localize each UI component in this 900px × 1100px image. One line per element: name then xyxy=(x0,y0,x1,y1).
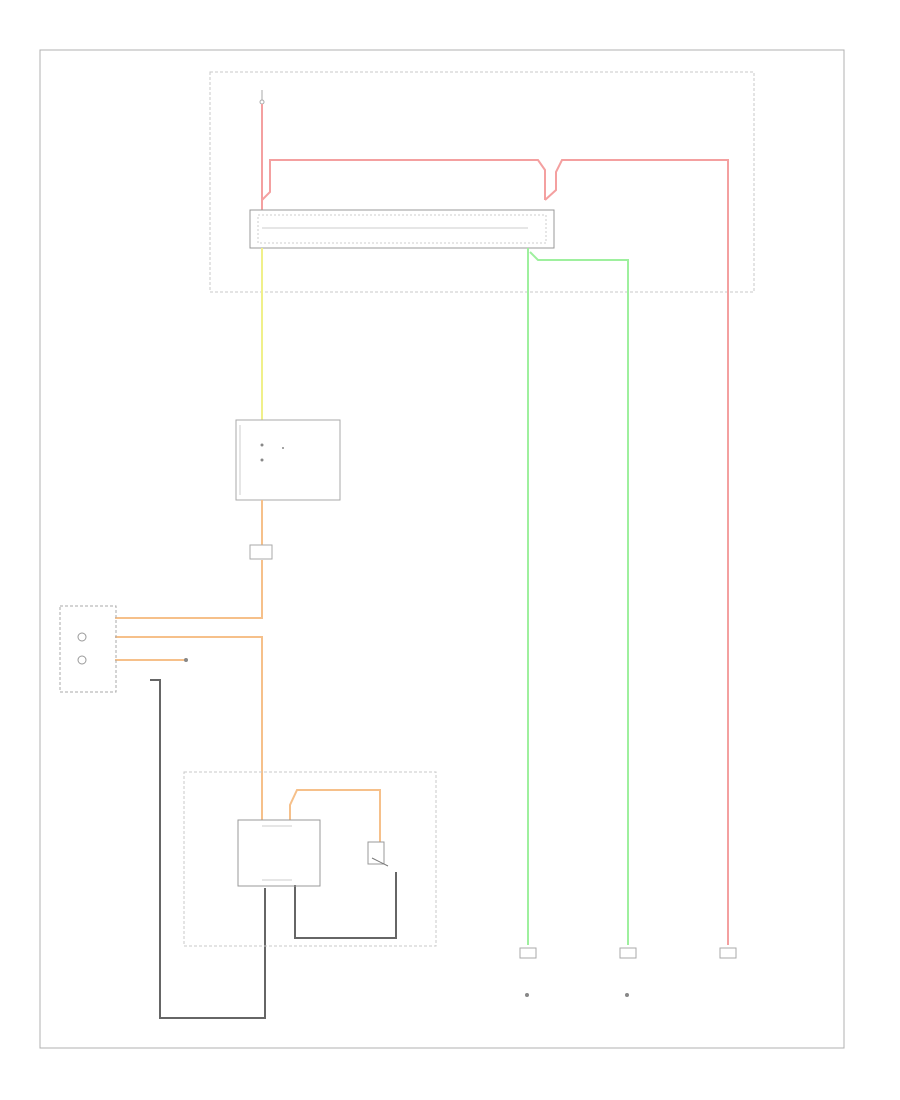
wire-org-2 xyxy=(115,636,263,820)
wire-relay-feed xyxy=(261,159,729,945)
control-unit xyxy=(235,419,341,501)
module xyxy=(237,819,321,887)
switch xyxy=(249,544,273,560)
wire-gray-ground xyxy=(150,679,266,1019)
coil-switch xyxy=(367,841,389,867)
sensor xyxy=(719,947,737,959)
wire-org-4 xyxy=(289,789,381,842)
multi-connector xyxy=(59,605,117,693)
underhood-box xyxy=(209,71,755,293)
wire-org-1 xyxy=(115,500,263,619)
relay xyxy=(249,209,555,249)
wire-gray-2 xyxy=(294,872,397,939)
steering-column xyxy=(183,771,437,947)
outer-frame xyxy=(39,49,845,1049)
ground-2 xyxy=(619,947,637,997)
wire-grn-2 xyxy=(529,251,629,945)
fuse xyxy=(259,90,265,105)
ground-3 xyxy=(184,658,188,662)
ground-1 xyxy=(519,947,537,997)
